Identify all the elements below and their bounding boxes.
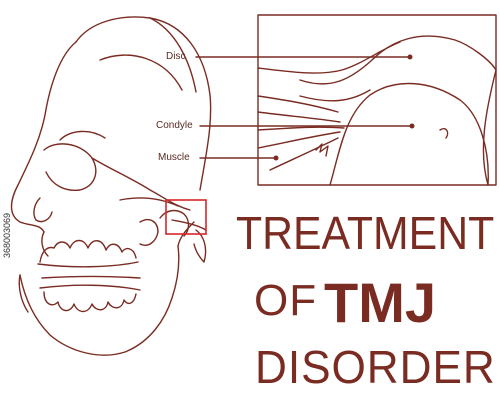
inset-muscle-tear: [315, 143, 329, 157]
skull-upper-brow: [59, 130, 106, 141]
inset-inner-detail: [439, 128, 449, 139]
mastoid-process: [193, 229, 207, 263]
inset-condyle: [329, 82, 489, 186]
title-line-2-emphasis: TMJ: [324, 271, 436, 334]
pointer-muscle-dot: [273, 155, 279, 161]
inset-muscle-5: [269, 137, 339, 171]
title-line-2-prefix: OF: [254, 276, 318, 325]
pointer-condyle-dot: [409, 123, 415, 129]
coronoid-process: [139, 218, 159, 246]
upper-teeth: [39, 239, 137, 263]
zygomatic-arch: [119, 197, 179, 207]
inset-muscle-3: [257, 126, 345, 131]
title-line-3: DISORDER: [255, 341, 496, 393]
skull-nose: [41, 231, 49, 257]
label-muscle: Muscle: [158, 152, 190, 163]
lower-gum-line: [39, 284, 141, 291]
inset-disc-lower: [299, 89, 371, 102]
inset-muscle-4: [257, 131, 341, 149]
stock-id-watermark: 368003069: [2, 212, 12, 258]
joint-contour: [171, 219, 207, 231]
detail-inset-frame: [257, 14, 497, 186]
chin: [18, 274, 29, 313]
eye-socket: [43, 143, 97, 192]
skull-outline: [75, 16, 212, 191]
temporal-line: [99, 54, 183, 91]
cheekbone: [91, 157, 191, 211]
inset-right-bone: [482, 69, 497, 186]
label-disc: Disc: [166, 51, 186, 62]
inset-muscle-1: [257, 95, 339, 113]
nasal-cavity: [33, 197, 53, 223]
skull-back: [149, 17, 197, 93]
upper-gum-line: [37, 261, 139, 268]
teeth-divider: [41, 275, 141, 279]
joint-highlight-box: [165, 199, 207, 235]
mandible-ramus: [177, 221, 195, 247]
pointer-disc-dot: [407, 54, 413, 60]
inset-fossa: [257, 41, 401, 74]
skull-forehead: [10, 41, 77, 233]
inset-muscle-2: [257, 111, 341, 123]
title-line-1: TREATMENT: [236, 207, 495, 259]
label-condyle: Condyle: [156, 120, 193, 131]
lower-teeth: [43, 291, 137, 313]
mandible: [19, 245, 180, 356]
